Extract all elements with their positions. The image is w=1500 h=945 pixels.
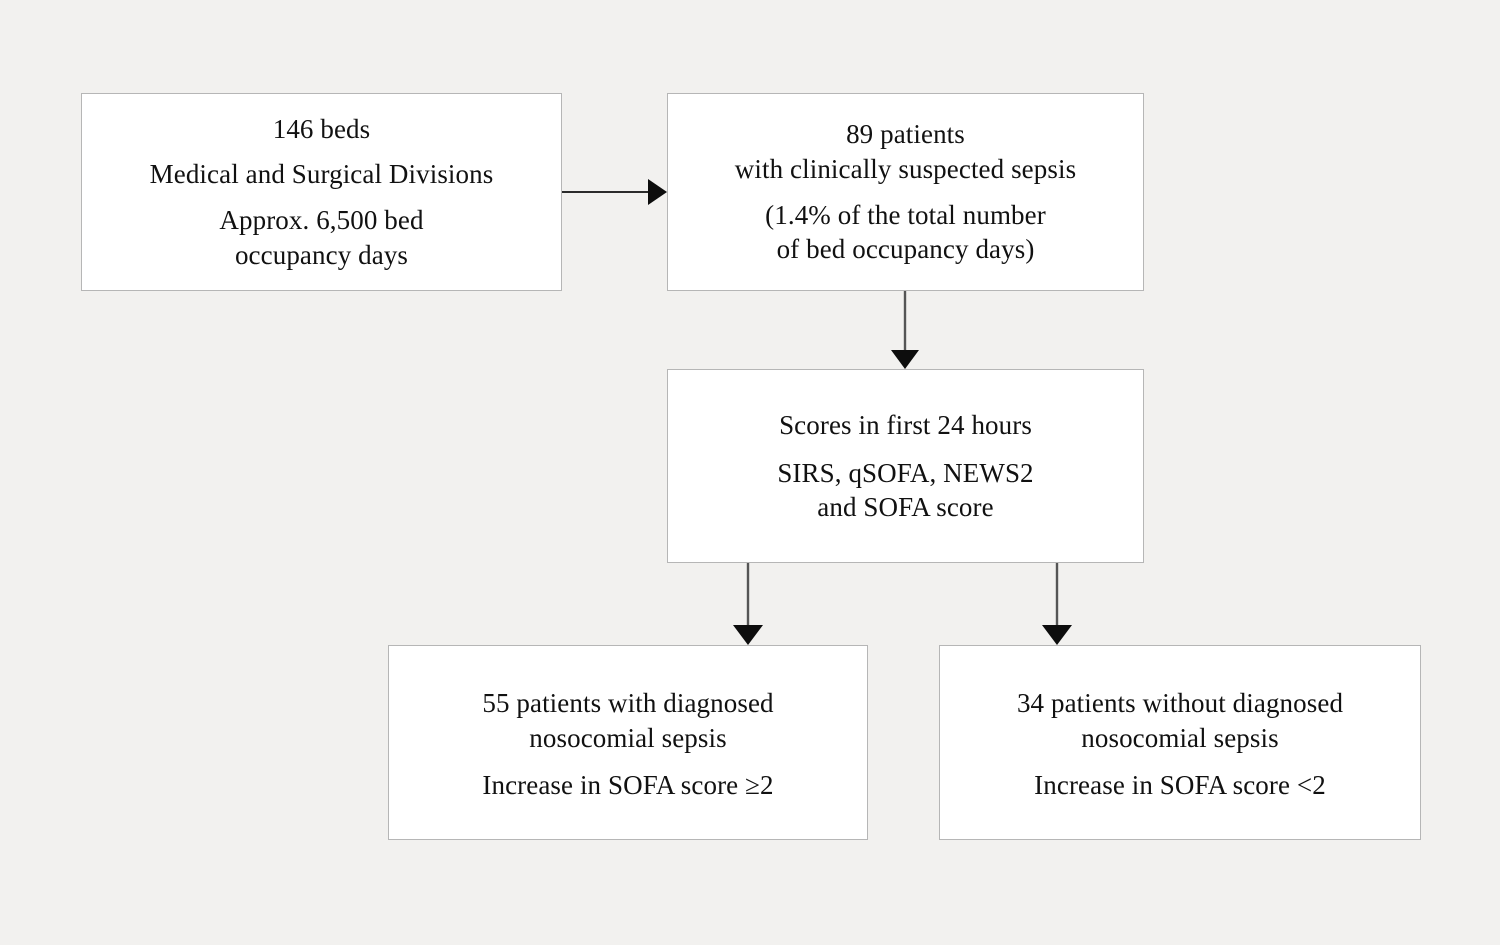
node-not-diagnosed-sepsis-line-1: 34 patients without diagnosed nosocomial… <box>1016 688 1344 753</box>
node-diagnosed-sepsis: 55 patients with diagnosed nosocomial se… <box>388 645 868 840</box>
node-suspected-sepsis-line-2: (1.4% of the total number of bed occupan… <box>765 199 1046 265</box>
node-suspected-sepsis: 89 patients with clinically suspected se… <box>667 93 1144 291</box>
node-population-line-2: Medical and Surgical Divisions <box>149 159 494 190</box>
node-population: 146 beds Medical and Surgical Divisions … <box>81 93 562 291</box>
node-scores-line-2: SIRS, qSOFA, NEWS2 and SOFA score <box>777 457 1034 523</box>
edge-scores-to-diagnosed <box>733 563 763 645</box>
edge-suspected-to-scores <box>891 291 919 369</box>
node-population-line-1: 146 beds <box>272 113 371 144</box>
node-not-diagnosed-sepsis: 34 patients without diagnosed nosocomial… <box>939 645 1421 840</box>
node-not-diagnosed-sepsis-line-2: Increase in SOFA score <2 <box>1034 770 1326 801</box>
node-scores: Scores in first 24 hours SIRS, qSOFA, NE… <box>667 369 1144 563</box>
node-diagnosed-sepsis-line-2: Increase in SOFA score ≥2 <box>482 770 774 801</box>
node-diagnosed-sepsis-line-1: 55 patients with diagnosed nosocomial se… <box>482 688 774 753</box>
node-scores-line-1: Scores in first 24 hours <box>779 410 1032 440</box>
edge-population-to-suspected <box>562 179 667 205</box>
node-population-line-3: Approx. 6,500 bed occupancy days <box>219 205 424 270</box>
node-suspected-sepsis-line-1: 89 patients with clinically suspected se… <box>734 119 1077 184</box>
edge-scores-to-not-diagnosed <box>1042 563 1072 645</box>
